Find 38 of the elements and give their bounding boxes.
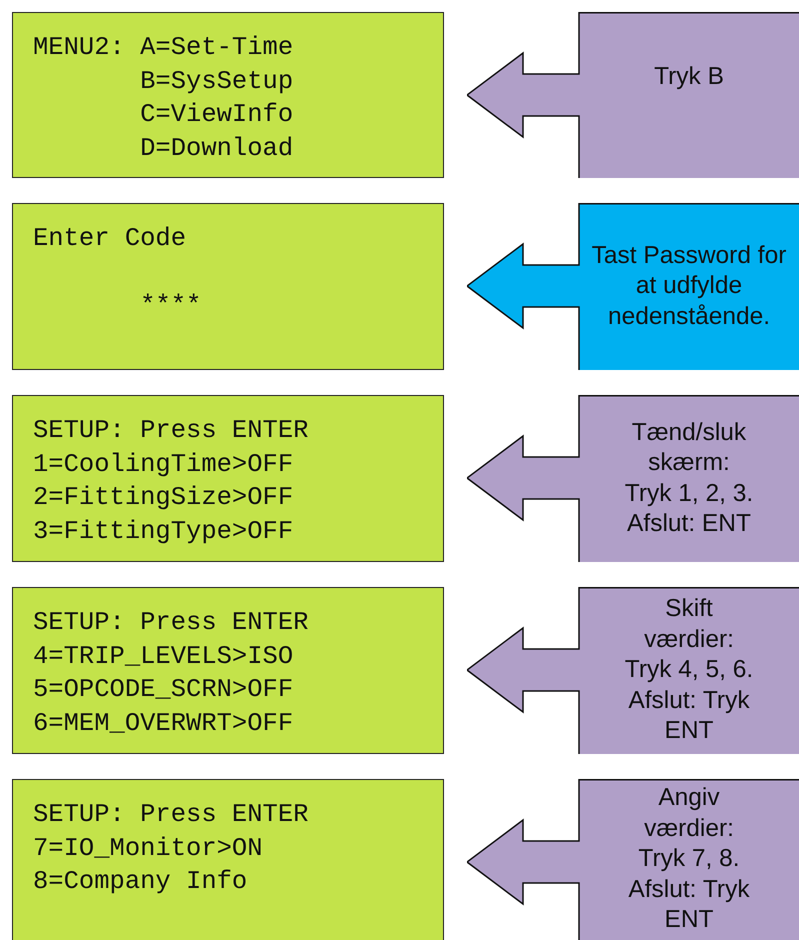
callout-text: Tryk 4, 5, 6.	[624, 655, 754, 686]
callout-text: Tast Password for at udfylde nedenstående.	[590, 240, 788, 332]
callout-text: Tryk 1, 2, 3.	[624, 478, 754, 508]
arrow-callout	[467, 395, 799, 562]
display-line: 6=MEM_OVERWRT>OFF	[33, 708, 294, 740]
display-screen	[12, 203, 444, 370]
display-line: ****	[139, 290, 202, 322]
callout-text: Tryk B	[654, 62, 724, 92]
display-screen	[12, 395, 444, 562]
display-line: SETUP: Press ENTER	[33, 799, 308, 831]
display-screen	[12, 779, 444, 940]
arrow-callout	[467, 779, 799, 940]
display-screen	[12, 587, 444, 754]
callout-text: Skift værdier:	[643, 594, 735, 655]
display-line: D=Download	[139, 132, 294, 165]
callout-text: Afslut: Tryk ENT	[627, 686, 751, 746]
display-line: B=SysSetup	[139, 66, 294, 98]
display-line: Enter Code	[33, 223, 186, 255]
display-line: C=ViewInfo	[139, 99, 294, 132]
display-line: MENU2: A=Set-Time	[33, 32, 294, 64]
display-line: 7=IO_Monitor>ON	[33, 832, 263, 865]
callout-text: Angiv værdier:	[643, 783, 735, 844]
display-line: 2=FittingSize>OFF	[33, 482, 294, 514]
display-line: 4=TRIP_LEVELS>ISO	[33, 640, 294, 673]
display-line: 8=Company Info	[33, 866, 248, 898]
callout-text: Afslut: Tryk ENT	[627, 874, 751, 936]
display-line: SETUP: Press ENTER	[33, 607, 308, 639]
callout-text: Tryk 7, 8.	[638, 844, 740, 874]
display-screen	[12, 12, 444, 178]
display-line: 3=FittingType>OFF	[33, 516, 294, 548]
callout-text: Afslut: ENT	[627, 509, 751, 539]
arrow-callout	[467, 587, 799, 754]
arrow-callout	[467, 203, 799, 370]
arrow-callout	[467, 12, 799, 178]
display-line: 1=CoolingTime>OFF	[33, 448, 294, 481]
display-line: 5=OPCODE_SCRN>OFF	[33, 674, 294, 706]
display-line: SETUP: Press ENTER	[33, 415, 308, 447]
callout-text: Tænd/sluk skærm:	[630, 418, 748, 478]
